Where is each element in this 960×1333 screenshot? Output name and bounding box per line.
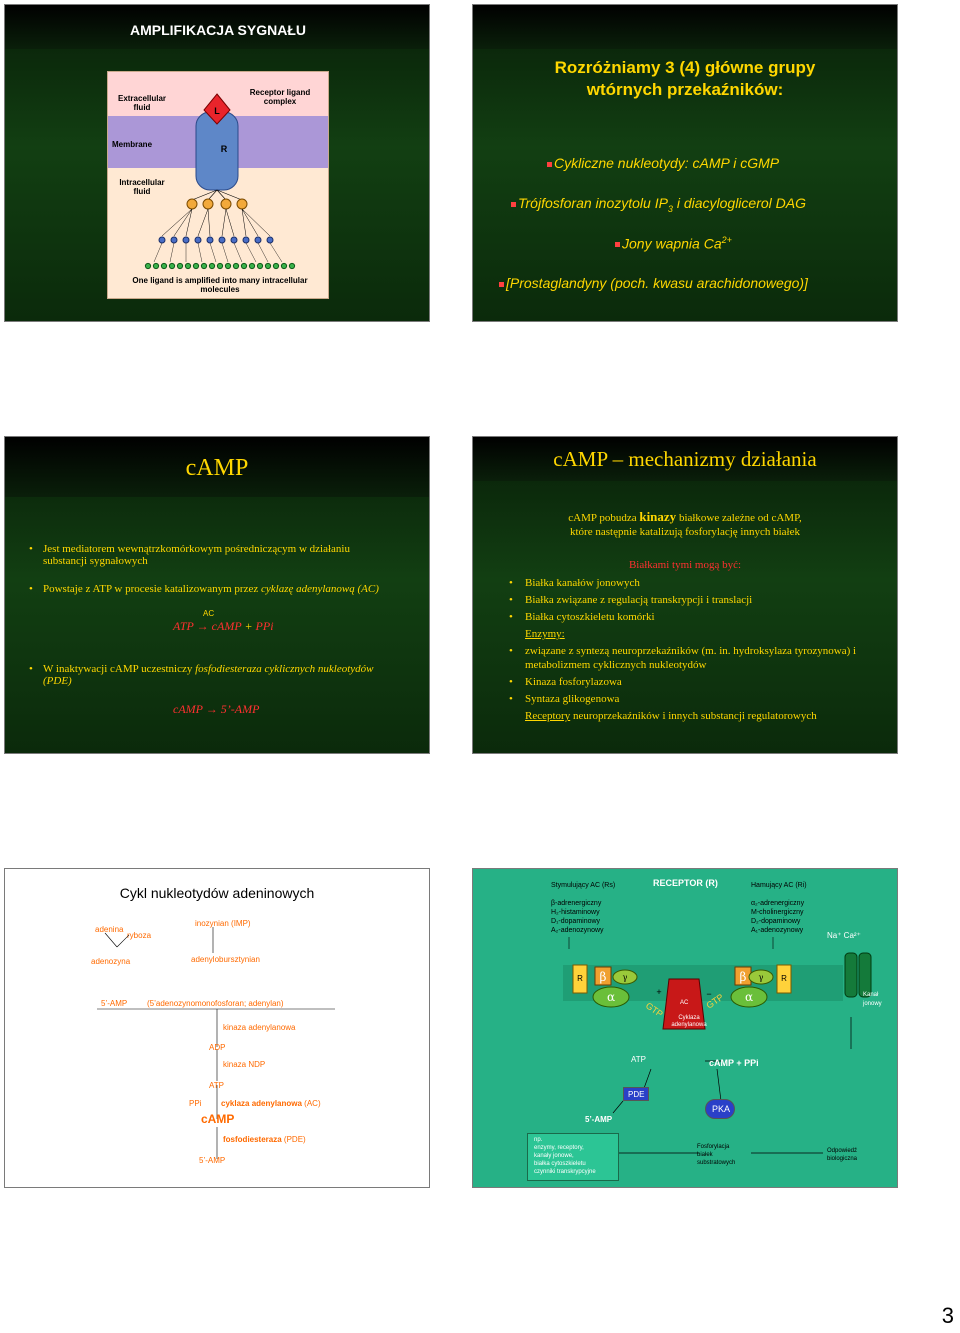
receptor-complex-label: Receptor ligand complex (249, 88, 311, 106)
bullet-square (615, 242, 620, 248)
label-ac: AC (680, 1000, 689, 1006)
label-receptor: RECEPTOR (R) (653, 878, 718, 888)
pka-box: PKA (705, 1099, 735, 1119)
bullet-item: Białka cytoszkieletu komórki (509, 610, 865, 624)
minus-sign: − (706, 989, 711, 999)
alpha-left: α (607, 990, 615, 1004)
label-adenina: adenina (95, 925, 124, 934)
bullet-item: Białka związane z regulacją transkrypcji… (509, 593, 865, 607)
label-fosforylacja: Fosforylacja białek substratowych (697, 1144, 736, 1166)
equation-synthesis: ATP → cAMP + PPi (173, 619, 274, 633)
beta-right: β (740, 970, 747, 984)
label-ppi: PPi (189, 1099, 202, 1108)
intro-line-1: cAMP pobudza kinazy białkowe zależne od … (568, 509, 802, 524)
label-amp-desc: (5’adenozynomonofosforan; adenylan) (147, 999, 284, 1008)
extracellular-label: Extracellular fluid (117, 94, 167, 112)
amplification-diagram: L R (144, 93, 296, 270)
slide-title-bar (473, 5, 897, 49)
label-cyklaza: Cyklaza adenylanowa (671, 1015, 707, 1028)
label-pde: fosfodiesteraza (PDE) (223, 1135, 306, 1144)
slide-title: Cykl nukleotydów adeninowych (119, 885, 315, 901)
slide-title-bar (473, 437, 897, 481)
slide-przekazniki: Rozróżniamy 3 (4) główne grupy wtórnych … (472, 4, 898, 322)
inhibiting-list: α₂-adrenergiczny M-cholinergiczny D₂-dop… (751, 900, 805, 934)
slide-title: cAMP – mechanizmy działania (553, 447, 817, 471)
bullet-square (499, 281, 504, 287)
enzymes-heading: Enzymy: (525, 628, 565, 640)
substrates-box: np. enzymy, receptory, kanały jonowe, bi… (527, 1133, 619, 1181)
label-cyklaza: cyklaza adenylanowa (AC) (221, 1099, 321, 1108)
beta-left: β (600, 970, 607, 984)
label-odpowiedz: Odpowiedź biologiczna (827, 1148, 858, 1162)
bullet-square (511, 201, 516, 207)
intracellular-label: Intracellular fluid (119, 178, 165, 196)
receptor-r-left: R (577, 974, 583, 983)
list-item: Trójfosforan inozytolu IP3 i diacyloglic… (511, 195, 806, 214)
subheading: Białkami tymi mogą być: (628, 559, 742, 571)
slide-title: AMPLIFIKACJA SYGNAŁU (129, 22, 307, 38)
label-amp: 5’-AMP (585, 1115, 613, 1124)
list-item: Cykliczne nukleotydy: cAMP i cGMP (547, 155, 779, 171)
label-ions: Na⁺ Ca²⁺ (827, 931, 861, 940)
label-imp: inozynian (IMP) (195, 919, 251, 928)
alpha-right: α (745, 990, 753, 1004)
eq-enzyme-label: AC (203, 609, 215, 618)
slide-cykl-nukleotydow: Cykl nukleotydów adeninowych adenina ryb… (4, 868, 430, 1188)
bullet-item: Kinaza fosforylazowa (509, 675, 865, 689)
pde-box: PDE (623, 1087, 649, 1101)
gtp-left: GTP (644, 1000, 665, 1019)
bullet-item: Syntaza glikogenowa (509, 692, 865, 706)
bullet-paragraph: W inaktywacji cAMP uczestniczy fosfodies… (29, 663, 393, 687)
label-adp: ADP (209, 1043, 226, 1052)
label-kinaza-ndp: kinaza NDP (223, 1060, 266, 1069)
membrane-label: Membrane (112, 140, 153, 149)
gamma-left: γ (623, 973, 628, 982)
label-adenylobursztynian: adenylobursztynian (191, 955, 260, 964)
slide-title: cAMP (185, 455, 249, 481)
amplification-caption: One ligand is amplified into many intrac… (132, 276, 308, 294)
label-inhibiting: Hamujący AC (Ri) (751, 882, 807, 889)
bullet-item: Białka kanałów jonowych (509, 576, 865, 590)
title-line-2: wtórnych przekaźników: (586, 80, 784, 99)
amplification-figure: Extracellular fluid Receptor ligand comp… (107, 71, 329, 299)
plus-sign: + (656, 987, 661, 997)
cycle-lines (97, 927, 335, 1159)
gamma-right: γ (759, 973, 764, 982)
slide-camp: cAMP Jest mediatorem wewnątrzkomórkowym … (4, 436, 430, 754)
label-camp-ppi: cAMP + PPi (709, 1058, 759, 1068)
equation-inactivation: cAMP → 5’-AMP (173, 702, 260, 716)
bullet-square (547, 161, 552, 167)
title-line-1: Rozróżniamy 3 (4) główne grupy (554, 58, 816, 77)
signaling-diagram: R R β β γ γ α α GTP GTP + − (563, 937, 872, 1154)
label-atp: ATP (209, 1081, 224, 1090)
intro-line-2: które następnie katalizują fosforylację … (570, 526, 800, 538)
label-atp: ATP (631, 1055, 646, 1064)
label-amp-2: 5’-AMP (199, 1156, 226, 1165)
label-kinaza-adenylanowa: kinaza adenylanowa (223, 1023, 296, 1032)
list-item: Jony wapnia Ca2+ (615, 235, 732, 252)
label-camp: cAMP (201, 1112, 235, 1126)
label-adenozyna: adenozyna (91, 957, 131, 966)
slide-receptor-ac: Stymulujący AC (Rs) RECEPTOR (R) Hamując… (472, 868, 898, 1188)
receptors-line: Receptory neuroprzekaźników i innych sub… (525, 710, 817, 722)
ligand-letter: L (214, 106, 220, 116)
label-amp: 5’-AMP (101, 999, 128, 1008)
bullet-paragraph: Powstaje z ATP w procesie katalizowanym … (29, 583, 393, 595)
label-ryboza: ryboza (127, 931, 152, 940)
label-stimulating: Stymulujący AC (Rs) (551, 882, 616, 889)
receptor-letter: R (221, 144, 228, 154)
receptor-r-right: R (781, 974, 787, 983)
stimulating-list: β-adrenergiczny H₂-histaminowy D₁-dopami… (551, 900, 604, 934)
slide-camp-mechanizmy: cAMP – mechanizmy działania cAMP pobudza… (472, 436, 898, 754)
slide-title-bar (5, 437, 429, 497)
slide-title: Rozróżniamy 3 (4) główne grupy wtórnych … (473, 57, 897, 101)
bullet-item: związane z syntezą neuroprzekaźników (m.… (509, 644, 865, 672)
slide-amplifikacja: AMPLIFIKACJA SYGNAŁU Extracellular fluid… (4, 4, 430, 322)
page-number: 3 (941, 1303, 954, 1328)
label-kanal: Kanał jonowy (863, 992, 882, 1007)
bullet-paragraph: Jest mediatorem wewnątrzkomórkowym pośre… (29, 543, 393, 567)
slide-title-bar (5, 5, 429, 49)
list-item: [Prostaglandyny (poch. kwasu arachidonow… (499, 275, 808, 291)
